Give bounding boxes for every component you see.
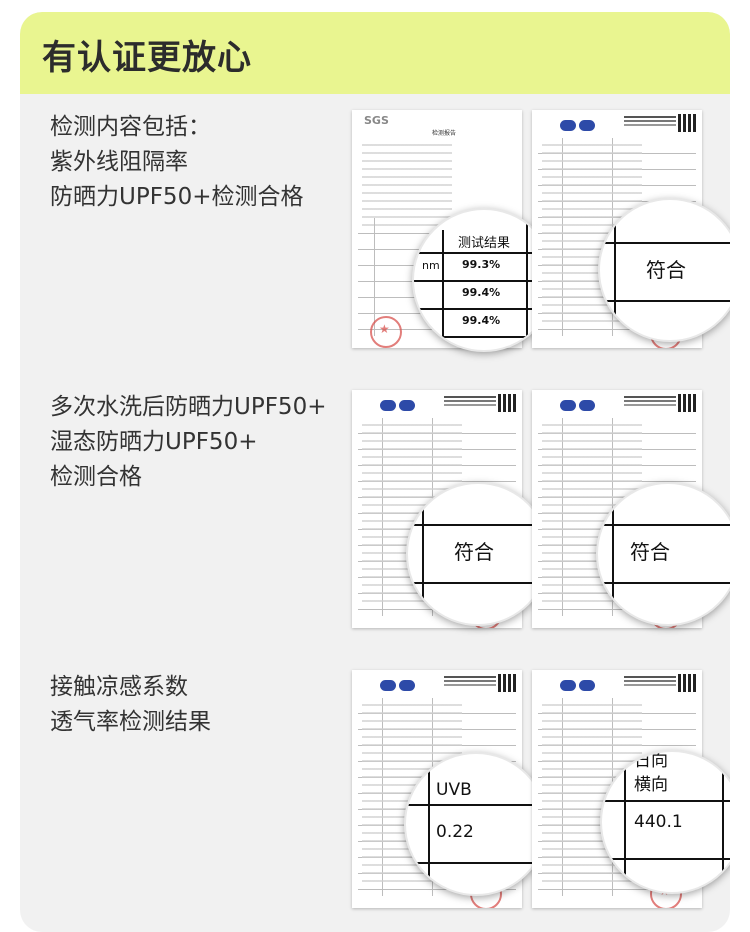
description-line: 多次水洗后防晒力UPF50+ <box>50 394 327 420</box>
magnifier-value: 99.4% <box>462 286 501 299</box>
section-description: 接触凉感系数 透气率检测结果 <box>50 670 360 740</box>
magnifier-text: 符合 <box>630 540 670 564</box>
magnifier-label: UVB <box>436 780 472 800</box>
description-line: 防晒力UPF50+检测合格 <box>50 184 304 210</box>
page-title: 有认证更放心 <box>42 38 252 78</box>
magnifier-header: 测试结果 <box>458 236 511 251</box>
cnas-logo <box>560 676 620 691</box>
magnifier-value: 99.4% <box>462 314 501 327</box>
magnifier-label-top: 日向 <box>634 751 668 771</box>
qr-code-icon <box>498 394 516 412</box>
magnifier-cooling-result: UVB 0.22 <box>404 752 548 896</box>
magnifier-text: 符合 <box>646 258 686 282</box>
red-stamp <box>370 316 402 348</box>
description-line: 接触凉感系数 <box>50 674 188 700</box>
magnifier-conformity: 符合 <box>596 482 730 626</box>
magnifier-conformity: 符合 <box>598 198 730 342</box>
certification-panel: 有认证更放心 检测内容包括： 紫外线阻隔率 防晒力UPF50+检测合格 SGS … <box>20 12 730 932</box>
qr-code-icon <box>498 674 516 692</box>
qr-code-icon <box>678 394 696 412</box>
magnifier-value: 99.3% <box>462 258 501 271</box>
magnifier-value: 0.22 <box>436 822 474 842</box>
section-description: 多次水洗后防晒力UPF50+ 湿态防晒力UPF50+ 检测合格 <box>50 390 360 495</box>
cnas-logo <box>560 396 620 411</box>
cnas-logo <box>380 676 440 691</box>
description-line: 湿态防晒力UPF50+ <box>50 429 258 455</box>
magnifier-conformity: 符合 <box>406 482 550 626</box>
header-banner: 有认证更放心 <box>20 12 730 94</box>
section-wash-durability: 多次水洗后防晒力UPF50+ 湿态防晒力UPF50+ 检测合格 符合 <box>20 390 730 640</box>
description-line: 紫外线阻隔率 <box>50 149 188 175</box>
qr-code-icon <box>678 114 696 132</box>
qr-code-icon <box>678 674 696 692</box>
magnifier-text: 符合 <box>454 540 494 564</box>
section-uv-protection: 检测内容包括： 紫外线阻隔率 防晒力UPF50+检测合格 SGS 检测报告 测试… <box>20 110 730 360</box>
description-line: 检测合格 <box>50 464 142 490</box>
magnifier-breathability-result: 日向 横向 440.1 <box>600 750 730 894</box>
report-heading: 检测报告 <box>432 130 457 137</box>
magnifier-value: 440.1 <box>634 812 683 832</box>
sgs-logo: SGS <box>364 114 389 127</box>
section-cooling-breathability: 接触凉感系数 透气率检测结果 UVB 0.22 <box>20 670 730 920</box>
cnas-logo <box>380 396 440 411</box>
cnas-logo <box>560 116 620 131</box>
magnifier-label: 横向 <box>634 775 668 795</box>
description-line: 透气率检测结果 <box>50 709 211 735</box>
section-description: 检测内容包括： 紫外线阻隔率 防晒力UPF50+检测合格 <box>50 110 360 215</box>
description-line: 检测内容包括： <box>50 114 211 140</box>
magnifier-side-label: nm <box>422 259 440 272</box>
